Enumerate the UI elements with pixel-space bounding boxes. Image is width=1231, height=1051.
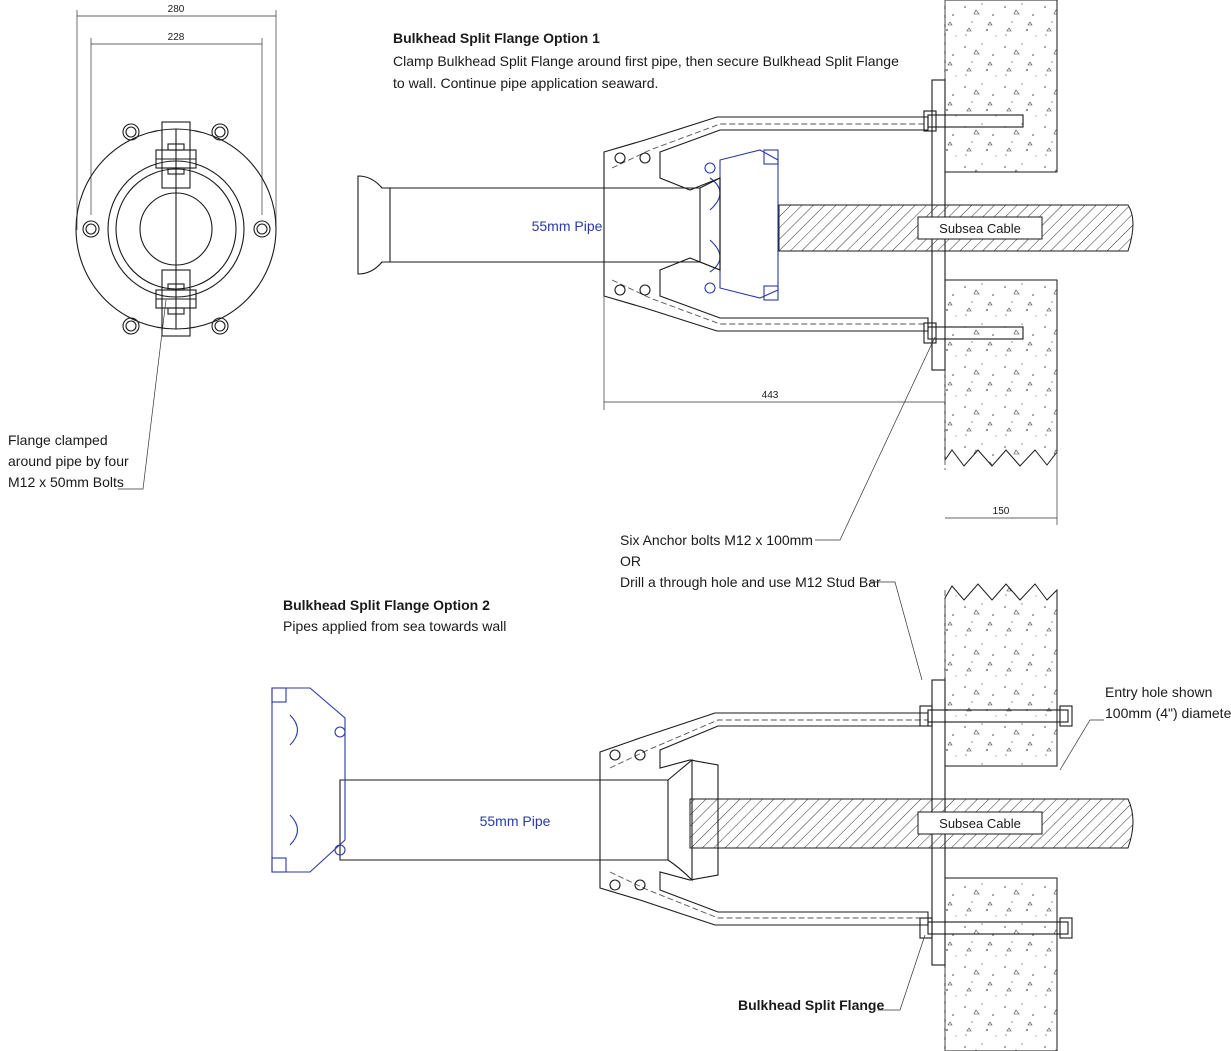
option2-title: Bulkhead Split Flange Option 2 <box>283 597 490 613</box>
flange-note-leader <box>118 299 167 490</box>
dim-150-label: 150 <box>993 506 1010 517</box>
anchor-note: Six Anchor bolts M12 x 100mm OR Drill a … <box>620 532 881 590</box>
pipe-label-opt2: 55mm Pipe <box>480 813 551 829</box>
bulkhead-flange-label: Bulkhead Split Flange <box>738 997 884 1013</box>
stud-bar-lower-opt2 <box>919 917 1073 939</box>
anchor-holes <box>82 123 271 335</box>
option2-description: Pipes applied from sea towards wall <box>283 618 506 634</box>
dim-443-label: 443 <box>762 390 779 401</box>
anchor-bolt-lower-opt1 <box>923 322 1024 344</box>
dim-outer-label: 280 <box>168 4 185 15</box>
option1-title: Bulkhead Split Flange Option 1 <box>393 30 600 46</box>
cable-label-box-opt2 <box>917 811 1043 835</box>
flange-note: Flange clamped around pipe by four M12 x… <box>8 432 133 490</box>
flange-hidden-bottom-opt1 <box>611 279 928 325</box>
option1-drawing: Bulkhead Split Flange Option 1 Clamp Bul… <box>357 0 1134 681</box>
cable-label-box-opt1 <box>917 216 1043 240</box>
coupling-opt2 <box>271 687 346 873</box>
pipe-opt1 <box>357 175 721 275</box>
flange-front-view: 280 228 <box>8 4 277 490</box>
pipe-label-opt1: 55mm Pipe <box>532 218 603 234</box>
anchor-note-leader <box>815 336 936 541</box>
pipe-opt2 <box>339 758 693 882</box>
clamp-bolt-top <box>155 121 197 189</box>
cable-label-opt1: Subsea Cable <box>939 221 1021 236</box>
flange-hidden-bottom-opt2 <box>609 871 928 919</box>
wall-lower-opt2 <box>944 877 1058 1051</box>
clamp-bolt-bottom <box>155 269 197 337</box>
wall-upper-opt1 <box>944 0 1058 173</box>
stud-bar-leader <box>870 581 923 681</box>
cable-label-opt2: Subsea Cable <box>939 816 1021 831</box>
option2-drawing: Bulkhead Split Flange Option 2 Pipes app… <box>271 583 1231 1051</box>
entry-note-leader <box>1059 719 1104 771</box>
flange-hidden-top-opt1 <box>611 123 928 169</box>
dim-bolt-circle-label: 228 <box>168 32 185 43</box>
wall-lower-opt1 <box>944 279 1058 467</box>
flange-hidden-top-opt2 <box>609 719 928 769</box>
entry-hole-note: Entry hole shown 100mm (4") diameter <box>1105 684 1231 721</box>
anchor-bolt-upper-opt1 <box>923 110 1024 132</box>
subsea-cable-opt2 <box>689 798 1134 849</box>
flange-label-leader <box>878 934 926 1011</box>
option1-description: Clamp Bulkhead Split Flange around first… <box>393 53 903 91</box>
wall-upper-opt2 <box>944 583 1058 767</box>
coupling-opt1 <box>704 149 779 301</box>
stud-bar-upper-opt2 <box>919 705 1073 727</box>
